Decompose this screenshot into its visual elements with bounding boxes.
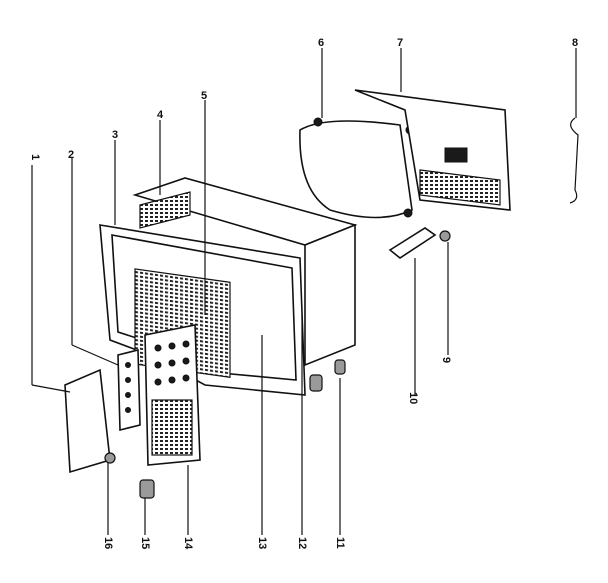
- label-9: 9: [440, 357, 452, 363]
- label-16: 16: [102, 537, 114, 549]
- label-11: 11: [334, 537, 346, 549]
- back-plate: [64, 368, 111, 474]
- foot-rear: [334, 359, 346, 375]
- bracket: [388, 227, 437, 259]
- label-10: 10: [407, 392, 419, 404]
- label-8: 8: [572, 37, 578, 49]
- label-3: 3: [112, 129, 118, 141]
- picture-tube: [299, 117, 415, 219]
- label-4: 4: [157, 109, 164, 121]
- label-2: 2: [68, 149, 74, 161]
- label-13: 13: [256, 537, 268, 549]
- label-6: 6: [318, 37, 324, 49]
- label-15: 15: [139, 537, 151, 549]
- knob-15: [139, 479, 155, 499]
- screw-9: [439, 230, 451, 242]
- label-1: 1: [29, 154, 41, 160]
- screw-16: [104, 452, 116, 464]
- chassis-board: [354, 89, 511, 211]
- label-7: 7: [397, 37, 403, 49]
- cable: [569, 117, 579, 204]
- cabinet-case: [132, 177, 358, 367]
- label-12: 12: [296, 537, 308, 549]
- label-14: 14: [182, 537, 194, 550]
- label-5: 5: [201, 90, 207, 102]
- foot: [309, 374, 323, 392]
- button-strip: [117, 348, 141, 432]
- control-panel: [144, 324, 201, 466]
- leader-lines: [31, 48, 577, 535]
- part-labels: 1 2 3 4 5 6 7 8 9 10 11 12 13 14 15 16: [29, 37, 578, 550]
